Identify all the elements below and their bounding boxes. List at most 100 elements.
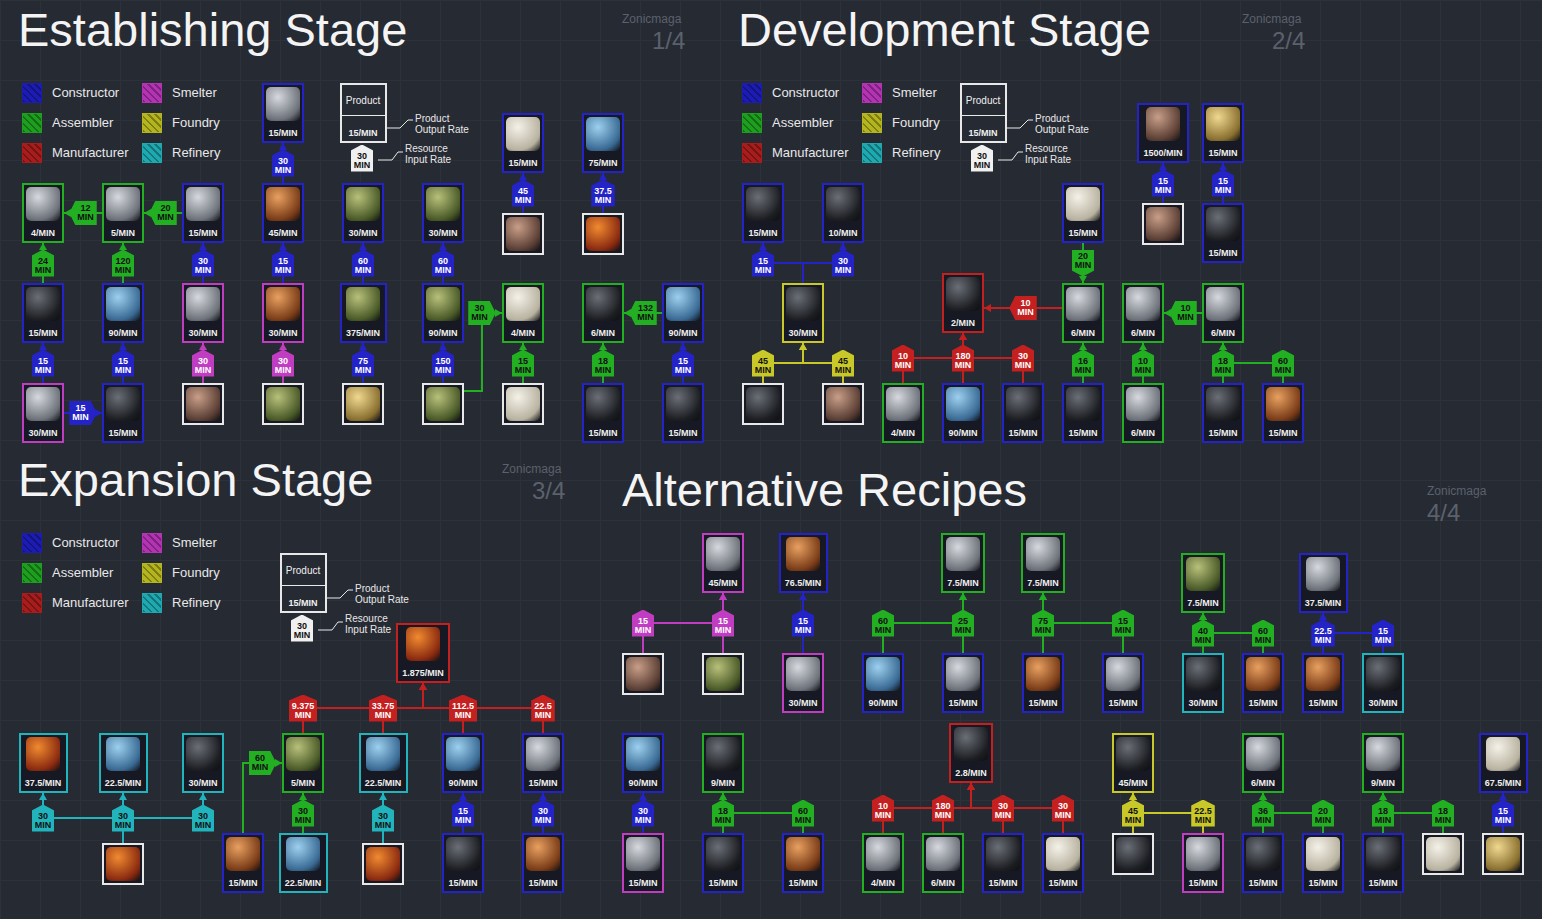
legend-swatch: [142, 143, 162, 163]
rate-text: 90/MIN: [446, 778, 479, 791]
rate-text: 15/MIN: [946, 698, 979, 711]
rate-text: 10/MIN: [826, 228, 859, 241]
rate-arrow: 30 MIN: [192, 250, 215, 277]
rate-arrow: 60 MIN: [432, 250, 455, 277]
item-icon: [1206, 387, 1240, 421]
rate-text: 15/MIN: [1206, 248, 1239, 261]
product-box: 37.5/MIN: [19, 733, 68, 793]
product-box: 90/MIN: [102, 283, 144, 343]
rate-text: 5/MIN: [109, 228, 137, 241]
legend-text: Foundry: [892, 115, 940, 131]
rate-text: 6/MIN: [589, 328, 617, 341]
item-icon: [106, 287, 140, 321]
product-box: 4/MIN: [882, 383, 924, 443]
rate-text: 22.5/MIN: [363, 778, 404, 791]
rate-arrow: 10 MIN: [872, 795, 895, 822]
rate-arrow: 40 MIN: [1192, 620, 1215, 647]
product-box: 45/MIN: [702, 533, 744, 593]
arrow-head: [1499, 793, 1507, 800]
resource-box: [502, 383, 544, 425]
rate-text: 15/MIN: [966, 128, 999, 141]
rate-text: 15/MIN: [1066, 428, 1099, 441]
legend-text: Constructor: [772, 85, 839, 101]
arrow-head: [719, 593, 727, 600]
item-icon: [946, 387, 980, 421]
rate-arrow: 15 MIN: [272, 250, 295, 277]
item-icon: [1366, 837, 1400, 871]
sample-rate-arrow: 30 MIN: [351, 145, 374, 172]
rate-arrow: 10 MIN: [1169, 301, 1197, 325]
arrow-head: [1379, 793, 1387, 800]
arrow-head: [1379, 793, 1387, 800]
item-icon: [446, 737, 480, 771]
arrow-head: [279, 243, 287, 250]
item-icon: [1246, 657, 1280, 691]
arrow-head: [984, 304, 991, 312]
arrow-head: [39, 243, 47, 250]
resource-box: [342, 383, 384, 425]
legend-swatch: [742, 143, 762, 163]
item-icon: [1146, 207, 1180, 241]
rate-text: 9/MIN: [709, 778, 737, 791]
rate-text: 4/MIN: [869, 878, 897, 891]
arrow-head: [759, 243, 767, 250]
item-icon: [706, 737, 740, 771]
arrow-head: [1129, 793, 1137, 800]
item-icon: [1116, 737, 1150, 771]
product-box: 15/MIN: [622, 833, 664, 893]
product-box: 22.5/MIN: [99, 733, 148, 793]
legend-swatch: [22, 113, 42, 133]
item-icon: [1066, 187, 1100, 221]
rate-arrow: 10 MIN: [1132, 350, 1155, 377]
rate-text: 15/MIN: [1106, 698, 1139, 711]
item-icon: [1026, 537, 1060, 571]
item-icon: [106, 387, 140, 421]
rate-text: 1500/MIN: [1141, 148, 1184, 161]
item-icon: [666, 287, 700, 321]
arrow-head: [959, 333, 967, 340]
item-icon: [286, 837, 320, 871]
arrow-head: [1219, 343, 1227, 350]
product-box: 15/MIN: [502, 113, 544, 173]
product-box: 15/MIN: [442, 833, 484, 893]
rate-arrow: 30 MIN: [1012, 345, 1035, 372]
rate-text: 15/MIN: [746, 228, 779, 241]
product-box: 22.5/MIN: [279, 833, 328, 893]
resource-box: [742, 383, 784, 425]
arrow-head: [799, 593, 807, 600]
product-box: 45/MIN: [262, 183, 304, 243]
rate-text: 15/MIN: [506, 158, 539, 171]
connector: [723, 793, 803, 833]
arrow-head: [119, 793, 127, 800]
rate-text: 15/MIN: [1266, 428, 1299, 441]
product-box: 15/MIN: [102, 383, 144, 443]
item-icon: [1306, 837, 1340, 871]
rate-arrow: 15 MIN: [112, 350, 135, 377]
item-icon: [866, 657, 900, 691]
product-box: 15/MIN: [222, 833, 264, 893]
arrow-head: [439, 243, 447, 250]
resource-box: [1142, 203, 1184, 245]
item-icon: [1066, 387, 1100, 421]
arrow-head: [299, 793, 307, 800]
rate-text: 15/MIN: [186, 228, 219, 241]
rate-arrow: 180 MIN: [952, 345, 974, 372]
item-icon: [826, 187, 860, 221]
product-box: 37.5/MIN: [1299, 553, 1348, 613]
rate-text: 15/MIN: [266, 128, 299, 141]
rate-arrow: 15 MIN: [752, 250, 775, 277]
rate-text: 15/MIN: [286, 598, 319, 611]
arrow-head: [1259, 793, 1267, 800]
product-box: 30/MIN: [262, 283, 304, 343]
rate-arrow: 60 MIN: [249, 751, 277, 775]
item-icon: [866, 837, 900, 871]
product-box: 15/MIN: [1202, 383, 1244, 443]
item-icon: [1206, 107, 1240, 141]
resource-box: [102, 843, 144, 885]
rate-arrow: 60 MIN: [792, 800, 815, 827]
rate-text: 90/MIN: [866, 698, 899, 711]
rate-text: 30/MIN: [26, 428, 59, 441]
product-box: 30/MIN: [422, 183, 464, 243]
rate-text: 7.5/MIN: [1185, 598, 1221, 611]
rate-text: 15/MIN: [706, 878, 739, 891]
